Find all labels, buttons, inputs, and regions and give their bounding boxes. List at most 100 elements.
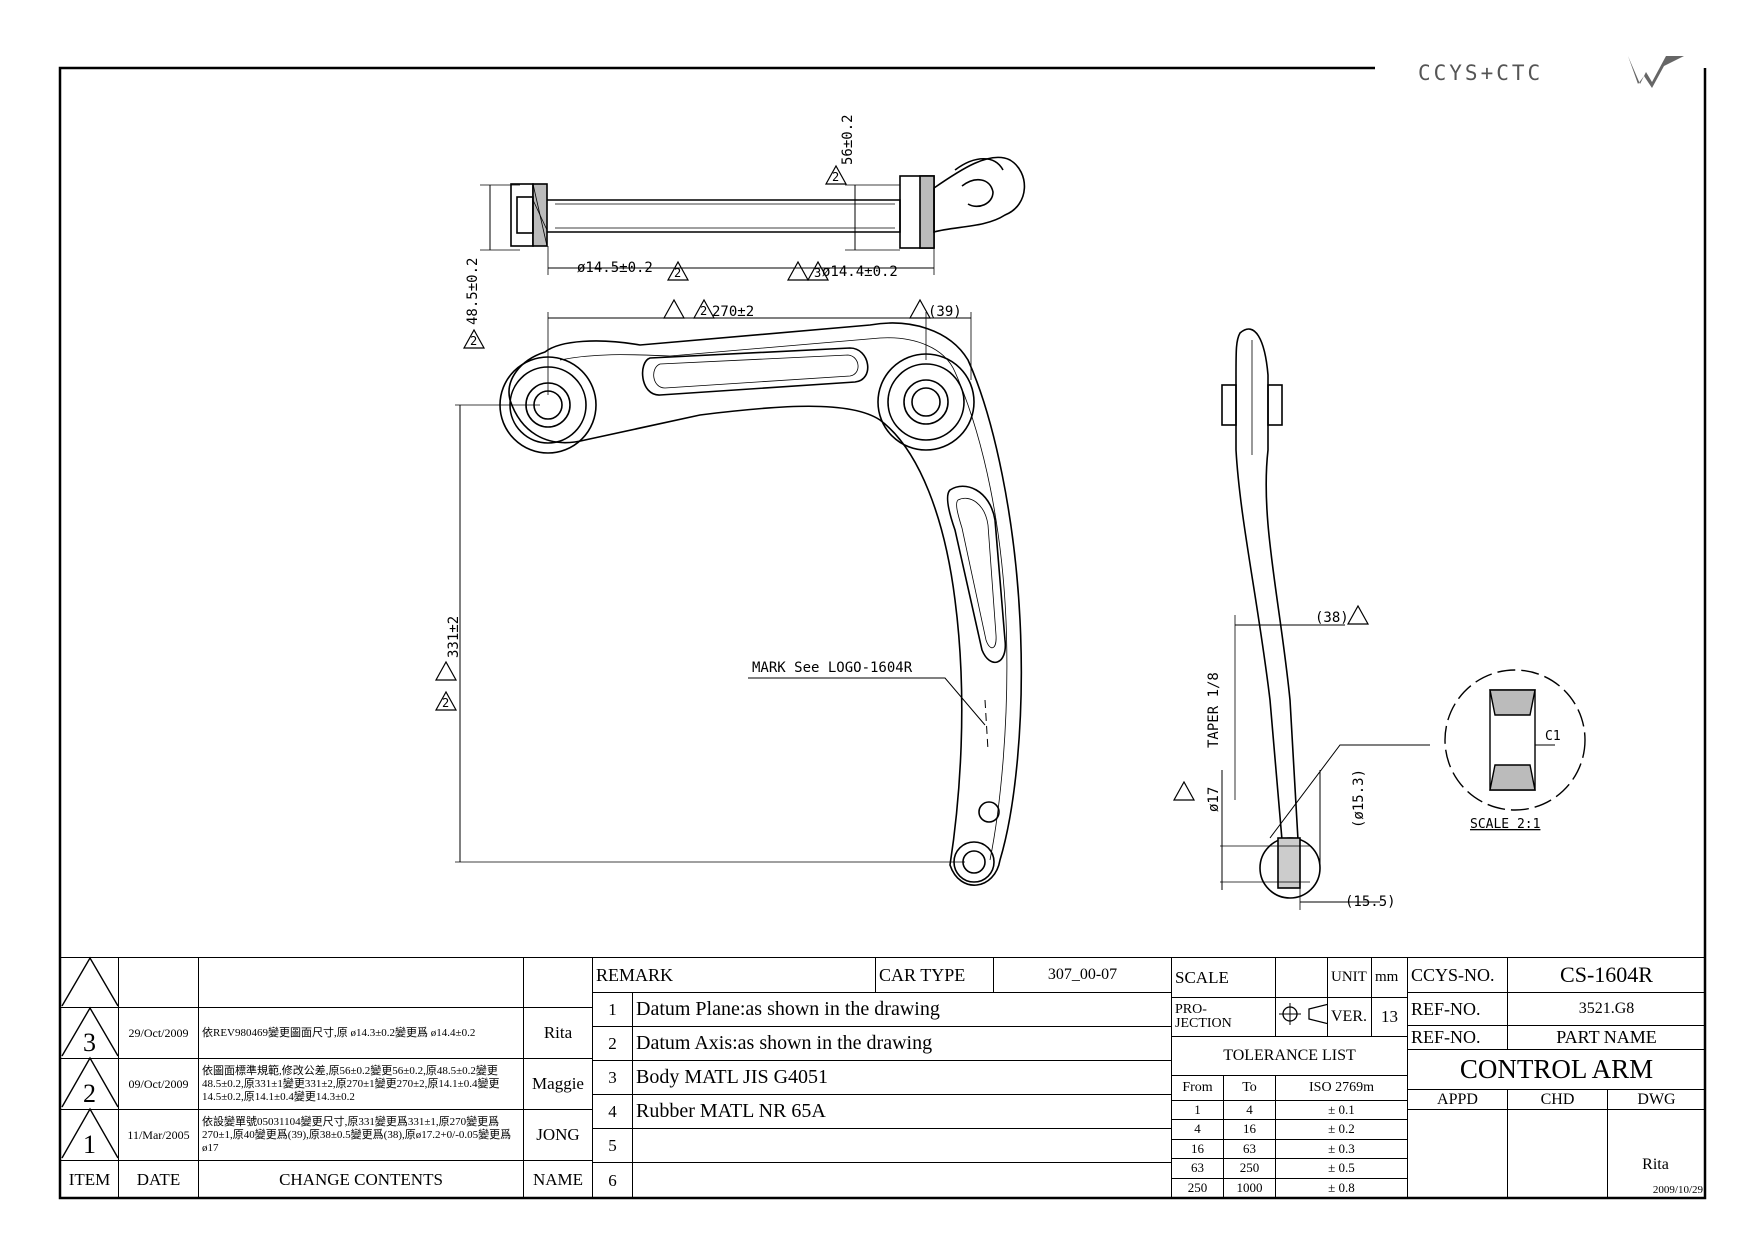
svg-text:2: 2 [832,170,839,184]
rev-item: 2 [60,1058,119,1110]
svg-text:270±2: 270±2 [712,304,754,320]
revision-table: 3 29/Oct/2009 依REV980469變更圖面尺寸,原 ø14.3±0… [60,957,593,1199]
tol-value: ± 0.3 [1275,1138,1408,1160]
front-view-labels: 270±2 (39) 331±2 MARK See LOGO-1604R [446,304,962,676]
remark-text: Datum Plane:as shown in the drawing [631,992,1173,1027]
unit-label: UNIT [1327,957,1372,998]
tol-value: ± 0.2 [1275,1119,1408,1140]
remark-text: Rubber MATL NR 65A [631,1094,1173,1129]
tol-from: 1 [1171,1099,1224,1121]
car-type-value: 307_00-07 [993,957,1173,993]
tol-from: 63 [1171,1158,1224,1179]
remark-no: 1 [592,992,633,1027]
dwg-label: DWG [1606,1089,1707,1110]
svg-text:2: 2 [674,266,681,280]
svg-text:3: 3 [814,266,821,280]
rev-header-item: ITEM [60,1160,119,1199]
svg-text:TAPER 1/8: TAPER 1/8 [1206,672,1222,748]
ccys-no-label: CCYS-NO. [1407,957,1508,993]
remark-text [631,1128,1173,1163]
svg-text:331±2: 331±2 [446,616,462,658]
rev-date: 11/Mar/2005 [118,1109,199,1161]
rev-date: 09/Oct/2009 [118,1058,199,1110]
projection-icon [1279,1003,1327,1026]
chd-label: CHD [1507,1089,1608,1110]
unit-value: mm [1371,957,1408,998]
scale-label: SCALE [1171,957,1276,998]
rev-item: 3 [60,1007,119,1059]
svg-text:MARK See LOGO-1604R: MARK See LOGO-1604R [752,660,913,676]
tol-to: 16 [1223,1119,1276,1140]
rev-name: JONG [523,1109,593,1161]
dwg-name: Rita [1642,1156,1669,1173]
appd-label: APPD [1407,1089,1508,1110]
svg-text:(ø15.3): (ø15.3) [1351,769,1367,828]
tol-value: ± 0.5 [1275,1158,1408,1179]
rev-header-contents: CHANGE CONTENTS [198,1160,524,1199]
svg-text:ø14.4±0.2: ø14.4±0.2 [822,264,898,280]
svg-text:ø17: ø17 [1206,787,1222,812]
remark-no: 5 [592,1128,633,1163]
tol-header-to: To [1223,1074,1276,1101]
top-view-labels: 56±0.2 48.5±0.2 ø14.5±0.2 ø14.4±0.2 [465,114,898,325]
remark-no: 2 [592,1026,633,1061]
rev-date: 29/Oct/2009 [118,1007,199,1059]
svg-text:2: 2 [442,696,449,710]
revision-marks: 2 2 2 3 2 2 [434,164,1370,801]
tol-to: 250 [1223,1158,1276,1179]
remark-no: 6 [592,1162,633,1199]
ver-value: 13 [1371,997,1408,1037]
remark-text: Datum Axis:as shown in the drawing [631,1026,1173,1061]
scale-tolerance-table: SCALE UNIT mm PRO- JECTION VER. 13 TOLER… [1171,957,1408,1199]
detail-labels: C1 SCALE 2:1 [1470,729,1561,832]
part-info-table: CCYS-NO. CS-1604R REF-NO. 3521.G8 REF-NO… [1406,957,1707,1199]
car-type-label: CAR TYPE [875,957,995,993]
rev-header-name: NAME [523,1160,593,1199]
svg-text:C1: C1 [1545,729,1561,744]
tol-header-iso: ISO 2769m [1275,1074,1408,1101]
dwg-signoff: Rita 2009/10/29 [1606,1109,1707,1199]
projection-symbol [1275,997,1328,1037]
part-name-value: CONTROL ARM [1406,1049,1707,1090]
svg-text:56±0.2: 56±0.2 [840,114,856,165]
tol-to: 63 [1223,1138,1276,1160]
front-view [455,312,1023,886]
svg-text:2: 2 [700,304,707,318]
remark-no: 4 [592,1094,633,1129]
svg-text:(38): (38) [1315,610,1349,626]
tol-from: 250 [1171,1177,1224,1199]
remark-text [631,1162,1173,1199]
remark-table: REMARK CAR TYPE 307_00-07 1 Datum Plane:… [591,957,1173,1199]
ref-no-value: 3521.G8 [1506,992,1707,1026]
side-view [1220,328,1430,910]
svg-text:CCYS+CTC: CCYS+CTC [1418,61,1543,85]
svg-text:2: 2 [470,334,477,348]
tol-from: 16 [1171,1138,1224,1160]
side-view-labels: (38) TAPER 1/8 ø17 (ø15.3) (15.5) [1206,610,1396,910]
ref-no-label-2: REF-NO. [1407,1025,1508,1050]
tol-value: ± 0.1 [1275,1099,1408,1121]
rev-name: Rita [523,1007,593,1059]
part-name-label: PART NAME [1506,1025,1707,1050]
tol-to: 4 [1223,1099,1276,1121]
remark-no: 3 [592,1060,633,1095]
projection-label: PRO- JECTION [1171,997,1276,1037]
tol-header-from: From [1171,1074,1224,1101]
tol-from: 4 [1171,1119,1224,1140]
dwg-date: 2009/10/29 [1652,1184,1704,1196]
rev-header-date: DATE [118,1160,199,1199]
tol-to: 1000 [1223,1177,1276,1199]
svg-text:(39): (39) [928,304,962,320]
top-view [480,156,1026,275]
svg-text:(15.5): (15.5) [1345,894,1396,910]
ccys-no-value: CS-1604R [1506,957,1707,993]
remark-text: Body MATL JIS G4051 [631,1060,1173,1095]
detail-view [1444,669,1586,811]
rev-name: Maggie [523,1058,593,1110]
ref-no-label: REF-NO. [1407,992,1508,1026]
rev-item: 1 [60,1109,119,1161]
tol-value: ± 0.8 [1275,1177,1408,1199]
rev-contents: 依圖面標準規範,修改公差,原56±0.2變更56±0.2,原48.5±0.2變更… [198,1058,524,1110]
ver-label: VER. [1327,997,1372,1037]
